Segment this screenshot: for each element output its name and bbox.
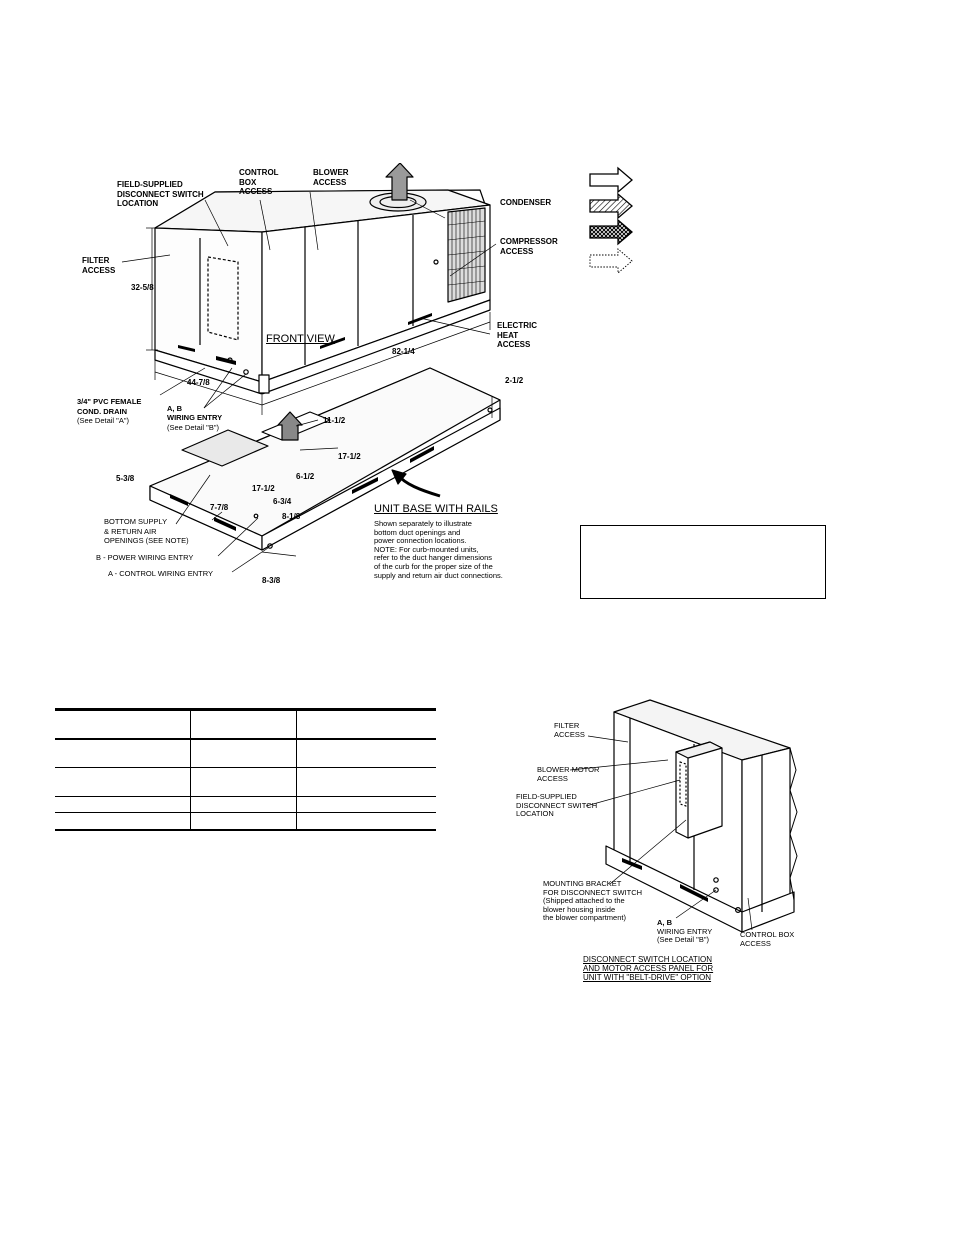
cond-drain-label: 3/4" PVC FEMALE COND. DRAIN (See Detail … xyxy=(77,397,142,425)
detail-mounting-bracket-label: MOUNTING BRACKET FOR DISCONNECT SWITCH (… xyxy=(543,879,643,922)
legend-arrow-outlined xyxy=(589,166,633,194)
table-header-rule xyxy=(55,738,436,740)
legend-arrow-crosshatched xyxy=(589,218,633,246)
detail-belt-drive-drawing xyxy=(511,696,804,991)
control-box-access-label: CONTROL BOX ACCESS xyxy=(239,168,279,196)
dim-8-1-8: 8-1/8 xyxy=(282,512,301,521)
field-disconnect-label: FIELD-SUPPLIED DISCONNECT SWITCH LOCATIO… xyxy=(117,180,204,208)
dim-11-1-2: 11-1/2 xyxy=(323,416,346,425)
power-wiring-entry-label: B - POWER WIRING ENTRY xyxy=(96,553,194,562)
electric-heat-access-label: ELECTRIC HEAT ACCESS xyxy=(497,321,537,349)
dim-17-1-2-a: 17-1/2 xyxy=(338,452,361,461)
detail-field-disconnect-label: FIELD-SUPPLIED DISCONNECT SWITCH LOCATIO… xyxy=(516,792,598,818)
dim-length: 82-1/4 xyxy=(392,347,415,356)
wiring-entry-label: A, B WIRING ENTRY (See Detail "B") xyxy=(167,404,223,432)
table-top-rule xyxy=(55,708,436,711)
filter-access-label: FILTER ACCESS xyxy=(82,256,116,275)
detail-filter-access-label: FILTER ACCESS xyxy=(554,721,585,739)
unit-base-title: UNIT BASE WITH RAILS xyxy=(374,503,498,515)
detail-caption: DISCONNECT SWITCH LOCATION AND MOTOR ACC… xyxy=(583,955,714,982)
detail-control-box-label: CONTROL BOX ACCESS xyxy=(740,930,795,948)
detail-wiring-entry-label: A, B WIRING ENTRY (See Detail "B") xyxy=(657,918,713,944)
dim-height: 32-5/8 xyxy=(131,283,154,292)
control-wiring-entry-label: A - CONTROL WIRING ENTRY xyxy=(108,569,214,578)
dim-6-1-2: 6-1/2 xyxy=(296,472,315,481)
compressor-access-label: COMPRESSOR ACCESS xyxy=(500,237,558,256)
condenser-label: CONDENSER xyxy=(500,198,552,207)
legend-arrow-hatched xyxy=(589,192,633,220)
dim-6-3-4: 6-3/4 xyxy=(273,497,292,506)
table-row-rule xyxy=(55,796,436,797)
bottom-openings-label: BOTTOM SUPPLY & RETURN AIR OPENINGS (SEE… xyxy=(104,517,189,545)
dim-base-height: 2-1/2 xyxy=(505,376,524,385)
dim-17-1-2-b: 17-1/2 xyxy=(252,484,275,493)
note-box xyxy=(580,525,826,599)
table-bottom-rule xyxy=(55,829,436,831)
dim-8-3-8: 8-3/8 xyxy=(262,576,281,585)
table-col-divider xyxy=(296,711,297,829)
dim-5-3-8: 5-3/8 xyxy=(116,474,135,483)
table-col-divider xyxy=(190,711,191,829)
blower-access-label: BLOWER ACCESS xyxy=(313,168,349,187)
dim-depth: 44-7/8 xyxy=(187,378,210,387)
unit-base-note: Shown separately to illustrate bottom du… xyxy=(374,519,503,580)
table-row-rule xyxy=(55,767,436,768)
legend-arrow-dotted xyxy=(589,248,633,274)
legend-arrows xyxy=(589,166,633,274)
detail-blower-motor-label: BLOWER MOTOR ACCESS xyxy=(537,765,600,783)
dim-7-7-8: 7-7/8 xyxy=(210,503,229,512)
table-row-rule xyxy=(55,812,436,813)
main-unit-drawing xyxy=(60,163,538,591)
front-view-title: FRONT VIEW xyxy=(266,333,335,345)
